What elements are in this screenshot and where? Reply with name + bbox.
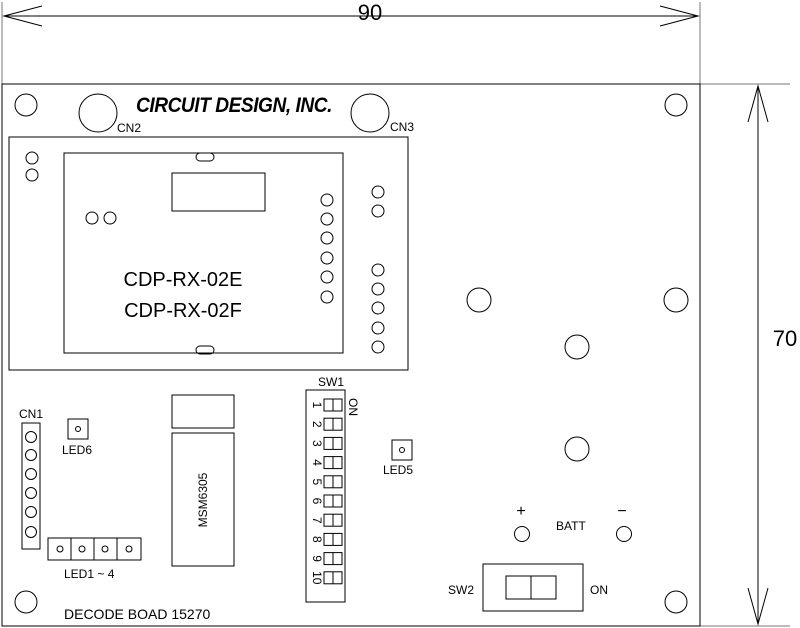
- sw1-position-number: 8: [310, 536, 324, 543]
- sw1-position: 6: [310, 494, 343, 508]
- height-dimension-label: 70: [773, 326, 797, 351]
- module-model-f: CDP-RX-02F: [124, 300, 242, 322]
- width-dimension: 90: [1, 0, 701, 84]
- sw1-position: 9: [310, 552, 343, 566]
- cn3-connector: [350, 93, 390, 133]
- cn1-label: CN1: [19, 407, 43, 421]
- height-dimension: 70: [700, 83, 797, 627]
- chip-cap: [171, 394, 235, 429]
- sw1-position: 3: [310, 436, 343, 450]
- sw1-position-number: 5: [310, 478, 324, 485]
- sw1-position-number: 4: [310, 459, 324, 466]
- sw1-position: 5: [310, 475, 343, 489]
- cn3-label: CN3: [390, 120, 414, 134]
- width-dimension-label: 90: [358, 0, 382, 25]
- sw1-position-number: 3: [310, 440, 324, 447]
- company-logo: CIRCUIT DESIGN, INC.: [136, 94, 332, 117]
- sw1-position-number: 10: [310, 571, 324, 585]
- batt-label: BATT: [556, 519, 586, 533]
- sw1-label: SW1: [318, 375, 344, 389]
- mounting-holes: [14, 93, 688, 614]
- batt-plus-terminal: [514, 526, 530, 542]
- led-group-label: LED1 ~ 4: [64, 567, 115, 581]
- board-outline: [1, 83, 701, 627]
- chip-label: MSM6305: [196, 472, 210, 527]
- led5: [391, 439, 413, 461]
- led5-label: LED5: [383, 463, 413, 477]
- sw2-on-label: ON: [590, 583, 608, 597]
- sw1-position: 7: [310, 513, 343, 527]
- led6: [67, 418, 89, 440]
- sw1-position-number: 2: [310, 421, 324, 428]
- board-name: DECODE BOAD 15270: [64, 606, 210, 622]
- cn1-connector: [21, 422, 41, 550]
- batt-plus-sign: +: [516, 503, 525, 520]
- led-group: [47, 537, 142, 561]
- sw1-position: 4: [310, 456, 343, 470]
- sw1-body: [305, 389, 346, 603]
- cn2-label: CN2: [117, 121, 141, 135]
- sw1-positions: 1 2 3 4 5 6 7 8 9 10: [310, 398, 343, 585]
- sw2-body: [482, 563, 584, 612]
- sw1-position: 10: [310, 571, 343, 585]
- sw1-position: 1: [310, 398, 343, 412]
- sw2-label: SW2: [448, 583, 474, 597]
- batt-minus-sign: −: [617, 503, 626, 520]
- sw1-position-number: 1: [310, 402, 324, 409]
- sw1-position-number: 7: [310, 517, 324, 524]
- board-holes: [466, 287, 689, 462]
- sw1-position: 8: [310, 532, 343, 546]
- sw1-on-label: ON: [346, 398, 360, 416]
- sw1-position-number: 9: [310, 555, 324, 562]
- led6-label: LED6: [62, 443, 92, 457]
- sw1-position-number: 6: [310, 498, 324, 505]
- sw1-position: 2: [310, 417, 343, 431]
- receiver-module: CDP-RX-02E CDP-RX-02F: [8, 136, 409, 371]
- module-model-e: CDP-RX-02E: [124, 269, 243, 291]
- batt-minus-terminal: [616, 526, 632, 542]
- cn2-connector: [78, 93, 118, 133]
- msm6305-chip: [171, 432, 235, 567]
